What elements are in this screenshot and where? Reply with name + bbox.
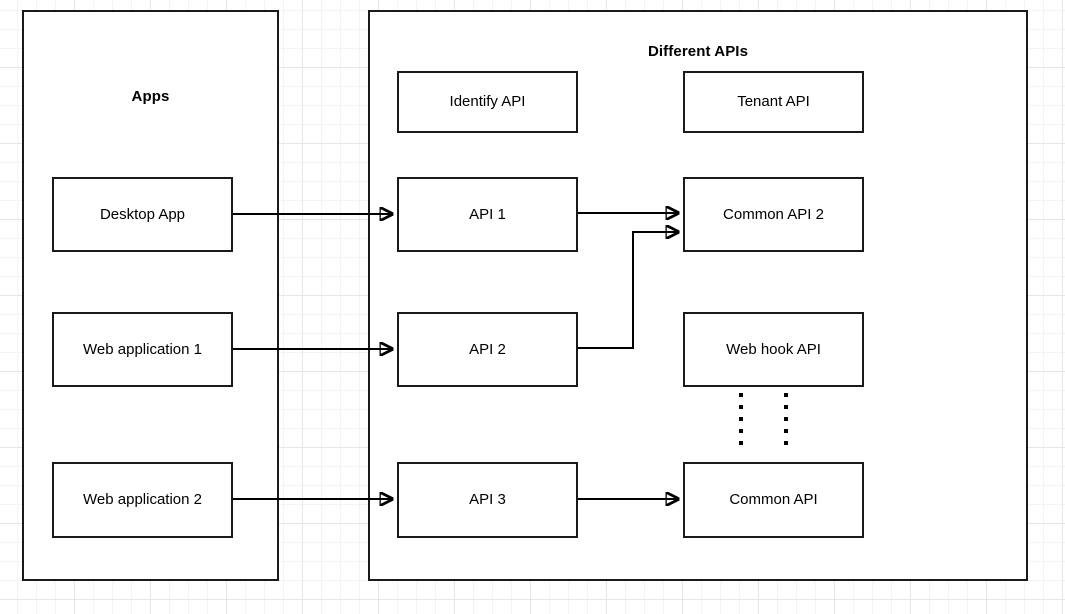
ellipsis-dot bbox=[739, 393, 743, 397]
ellipsis-dots-right bbox=[784, 393, 788, 445]
ellipsis-dot bbox=[739, 417, 743, 421]
ellipsis-dot bbox=[739, 405, 743, 409]
ellipsis-dot bbox=[739, 429, 743, 433]
node-api-3[interactable]: API 3 bbox=[397, 462, 578, 538]
node-desktop-app-label: Desktop App bbox=[99, 205, 186, 223]
ellipsis-dot bbox=[784, 405, 788, 409]
node-api-2-label: API 2 bbox=[469, 340, 506, 358]
ellipsis-dots-left bbox=[739, 393, 743, 445]
ellipsis-dot bbox=[784, 417, 788, 421]
node-identify-api-label: Identify API bbox=[449, 93, 526, 110]
node-api-2[interactable]: API 2 bbox=[397, 312, 578, 387]
group-apps-title: Apps bbox=[131, 88, 170, 105]
node-web-application-1[interactable]: Web application 1 bbox=[52, 312, 233, 387]
node-tenant-api-label: Tenant API bbox=[737, 93, 810, 110]
node-web-hook-api-label: Web hook API bbox=[726, 340, 821, 358]
node-identify-api[interactable]: Identify API bbox=[397, 71, 578, 133]
node-common-api[interactable]: Common API bbox=[683, 462, 864, 538]
node-common-api-2-label: Common API 2 bbox=[723, 205, 824, 223]
node-common-api-label: Common API bbox=[729, 491, 818, 508]
node-web-application-1-label: Web application 1 bbox=[83, 340, 202, 358]
ellipsis-dot bbox=[784, 441, 788, 445]
node-common-api-2[interactable]: Common API 2 bbox=[683, 177, 864, 252]
node-web-application-2-label: Web application 2 bbox=[83, 491, 202, 508]
node-desktop-app[interactable]: Desktop App bbox=[52, 177, 233, 252]
ellipsis-dot bbox=[739, 441, 743, 445]
ellipsis-dot bbox=[784, 429, 788, 433]
group-different-apis-title: Different APIs bbox=[647, 43, 749, 60]
node-api-1-label: API 1 bbox=[469, 205, 506, 223]
node-tenant-api[interactable]: Tenant API bbox=[683, 71, 864, 133]
ellipsis-dot bbox=[784, 393, 788, 397]
node-api-3-label: API 3 bbox=[469, 491, 506, 508]
node-api-1[interactable]: API 1 bbox=[397, 177, 578, 252]
node-web-hook-api[interactable]: Web hook API bbox=[683, 312, 864, 387]
node-web-application-2[interactable]: Web application 2 bbox=[52, 462, 233, 538]
